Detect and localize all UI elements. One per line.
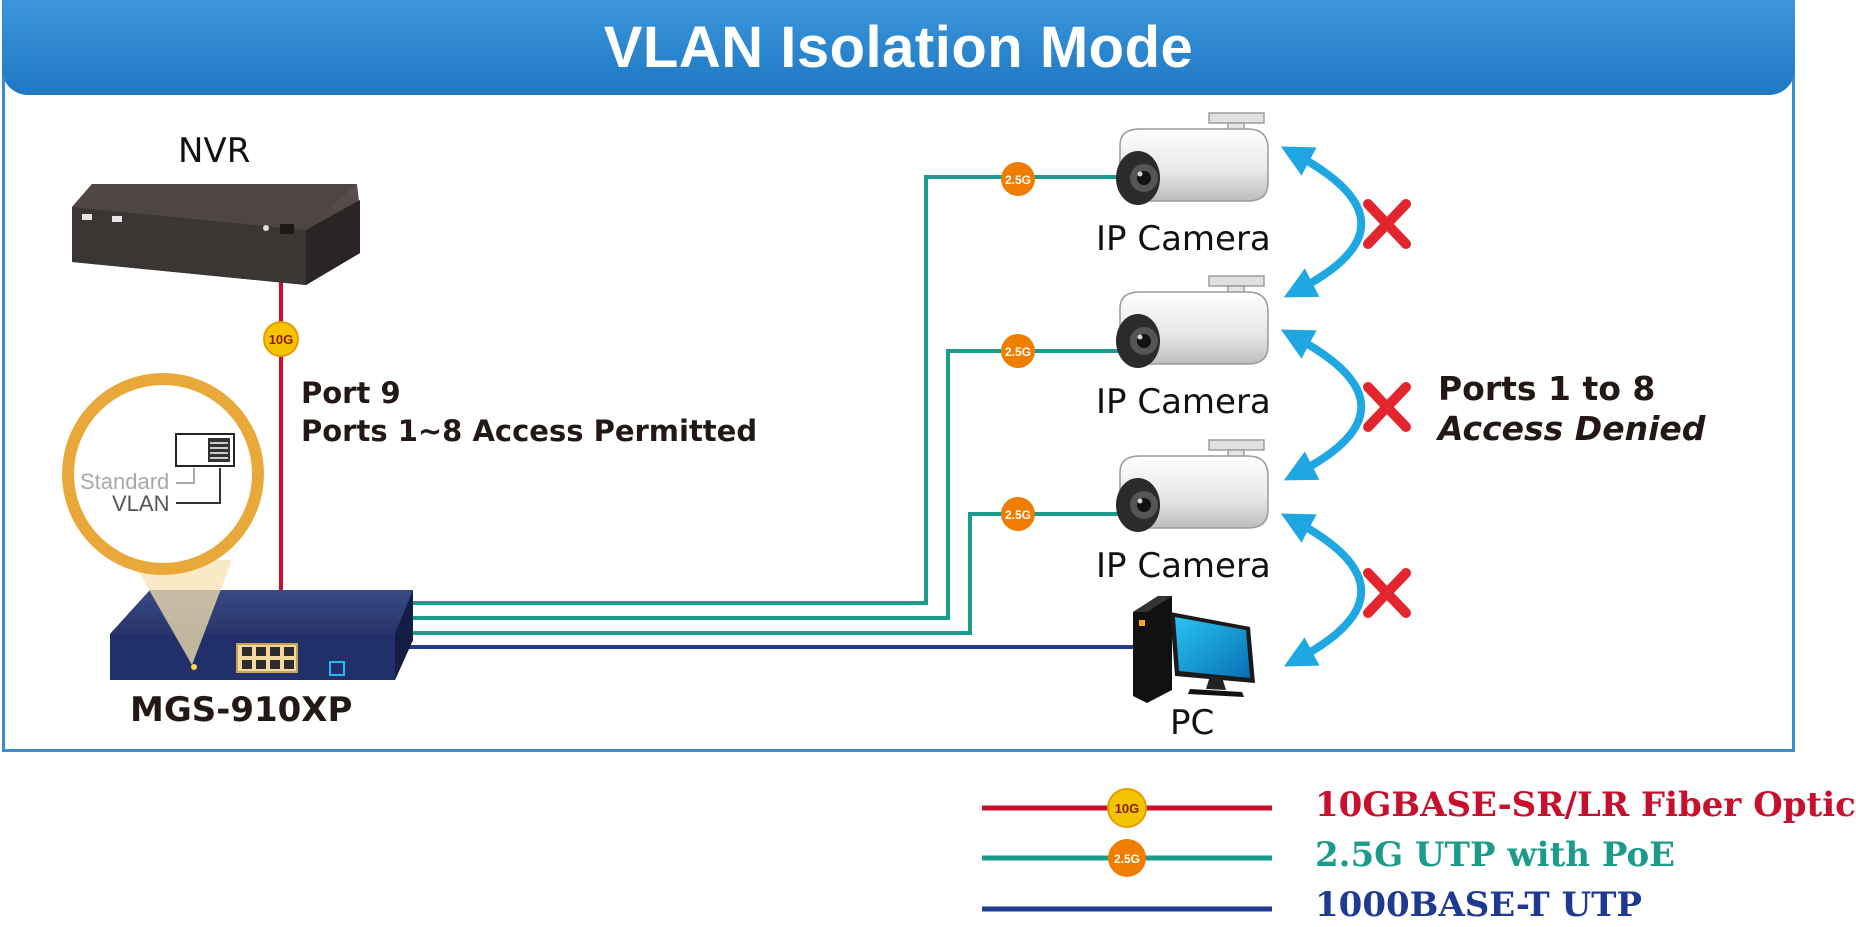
camera-label-2: IP Camera [1096,382,1271,422]
nvr-label: NVR [178,131,251,171]
ip-camera-3 [1116,439,1269,532]
deny-arrow-2-3 [1280,329,1366,481]
camera-label-3: IP Camera [1096,546,1271,586]
denied-arrows [1280,146,1366,667]
legend-badge-text: 10G [1115,801,1140,816]
legend-utp-poe-label: 2.5G UTP with PoE [1315,835,1676,875]
port-note-line1: Port 9 [301,376,401,410]
switch-callout [62,373,264,665]
ip-camera-2 [1116,275,1269,368]
badge-2-5g-cam2: 2.5G [1001,334,1035,368]
badge-2-5g-text: 2.5G [1005,345,1031,359]
badge-10g-text: 10G [269,332,294,347]
denied-note-line1: Ports 1 to 8 [1438,369,1656,408]
pc-label: PC [1170,703,1215,743]
deny-arrow-3-pc [1280,513,1366,667]
deny-arrow-1-2 [1280,146,1366,298]
deny-x-marks [1363,199,1411,618]
badge-2-5g-text: 2.5G [1005,173,1031,187]
title-bar: VLAN Isolation Mode [2,0,1795,95]
denied-note-line2: Access Denied [1438,409,1706,448]
legend-fiber-label: 10GBASE-SR/LR Fiber Optic [1315,785,1856,825]
switch-device [110,590,413,680]
deny-x-icon [1363,568,1411,618]
badge-2-5g-cam1: 2.5G [1001,162,1035,196]
pc-device [1133,596,1255,703]
badge-2-5g-text: 2.5G [1005,508,1031,522]
port-note-line2: Ports 1~8 Access Permitted [301,414,758,448]
legend-utp-label: 1000BASE-T UTP [1315,885,1642,925]
callout-standard-label: Standard [80,469,170,494]
deny-x-icon [1363,199,1411,249]
diagram-title: VLAN Isolation Mode [603,15,1194,80]
utp-poe-links [410,175,1120,635]
camera-label-1: IP Camera [1096,219,1271,259]
ip-camera-1 [1116,112,1269,205]
nvr-device [72,184,360,285]
callout-vlan-label: VLAN [112,491,170,516]
badge-10g-nvr: 10G [263,321,299,357]
deny-x-icon [1363,382,1411,432]
badge-2-5g-cam3: 2.5G [1001,497,1035,531]
switch-label: MGS-910XP [130,690,353,730]
legend-swatches: 10G 2.5G [982,788,1272,912]
diagram-graphics: 10G 2.5G 2.5G 2.5G [62,112,1411,912]
legend-badge-text: 2.5G [1114,852,1140,866]
